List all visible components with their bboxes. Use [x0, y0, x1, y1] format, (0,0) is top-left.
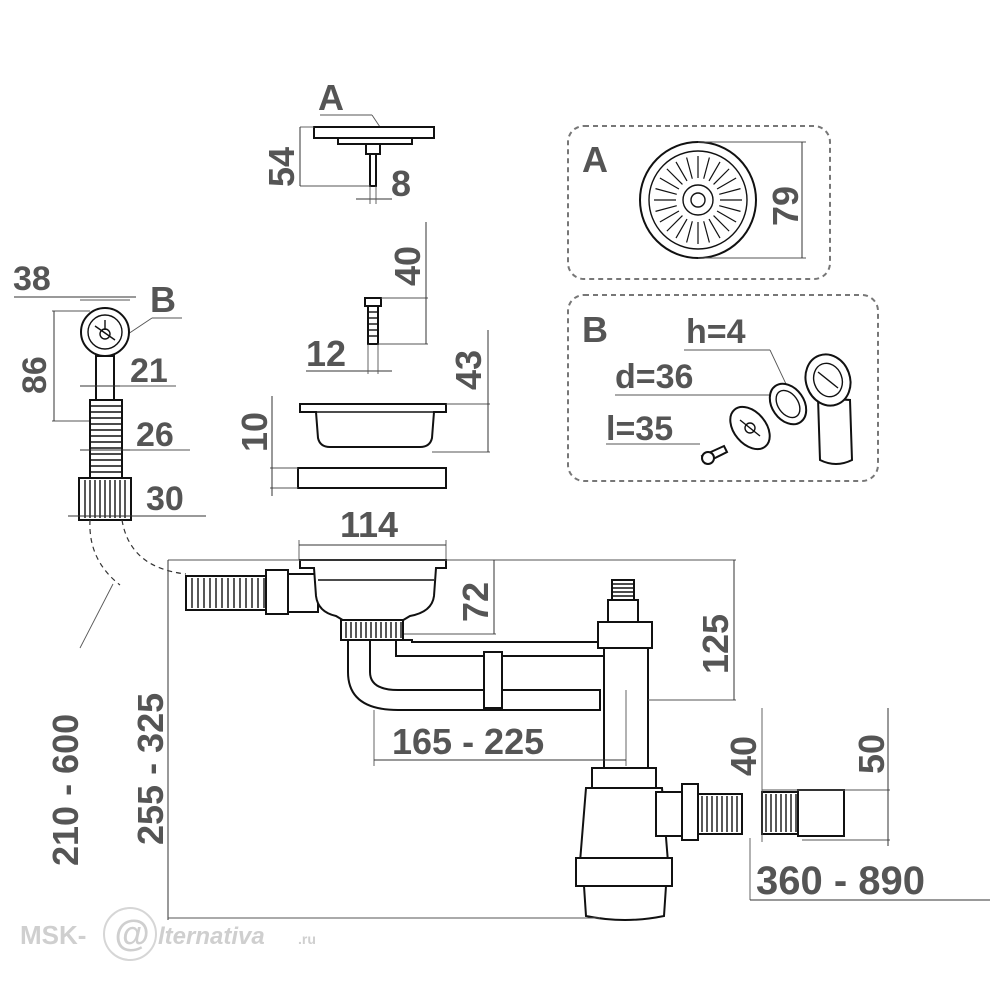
- total-height: 255 - 325: [130, 693, 171, 845]
- panel-a-diameter: 79: [765, 186, 806, 226]
- overflow-height: 86: [16, 356, 54, 394]
- strainer-side-icon: [313, 126, 435, 187]
- overflow-width: 38: [13, 260, 51, 298]
- svg-text:.ru: .ru: [298, 931, 316, 947]
- connecting-screw-icon: [364, 297, 382, 345]
- strainer-stem: 8: [391, 163, 411, 204]
- svg-text:lternativa: lternativa: [158, 923, 265, 950]
- overflow-hose-length: 210 - 600: [45, 714, 86, 866]
- panel-b-d: d=36: [615, 358, 693, 396]
- screw-diameter: 12: [306, 333, 346, 374]
- gasket-icon: [297, 467, 447, 489]
- outlet-width: 114: [340, 504, 398, 545]
- screw-small-icon: [700, 444, 729, 465]
- overflow-grate-icon: [729, 405, 771, 451]
- panel-a-letter: A: [582, 139, 608, 180]
- overflow-nut-icon: [78, 477, 132, 521]
- o-ring-icon: [768, 382, 808, 426]
- panel-b-l: l=35: [606, 410, 673, 448]
- outlet-pipe-icon: [761, 789, 845, 837]
- overflow-cap-icon: [804, 353, 854, 465]
- overflow-hose1: 26: [136, 416, 174, 454]
- overflow-hose-icon: [89, 399, 123, 479]
- overflow-head-icon: [80, 307, 130, 401]
- screw-length: 40: [387, 246, 428, 286]
- svg-text:MSK-: MSK-: [20, 920, 86, 950]
- depth-branch: 125: [695, 614, 736, 674]
- outlet-50: 50: [851, 734, 892, 774]
- watermark-logo: MSK- @ lternativa .ru: [20, 907, 316, 961]
- strainer-top-view-icon: [639, 141, 757, 259]
- strainer-letter: A: [318, 77, 344, 118]
- overflow-neck: 21: [130, 352, 168, 390]
- outlet-length: 360 - 890: [756, 859, 925, 903]
- panel-b-letter: B: [582, 309, 608, 350]
- overflow-letter: B: [150, 279, 176, 320]
- outlet-40: 40: [723, 736, 764, 776]
- panel-b-frame: [567, 294, 879, 482]
- sink-flange-icon: [299, 403, 447, 448]
- panel-a-frame: [567, 125, 831, 280]
- strainer-height: 54: [261, 147, 302, 187]
- overflow-hose2: 30: [146, 480, 184, 518]
- depth-outlet: 72: [455, 582, 496, 622]
- flex-hose-dashed: [89, 519, 121, 586]
- horizontal-range: 165 - 225: [392, 721, 544, 762]
- flange-height: 43: [448, 350, 489, 390]
- svg-text:@: @: [114, 913, 149, 954]
- panel-b-h: h=4: [686, 313, 746, 351]
- gasket-height: 10: [234, 412, 275, 452]
